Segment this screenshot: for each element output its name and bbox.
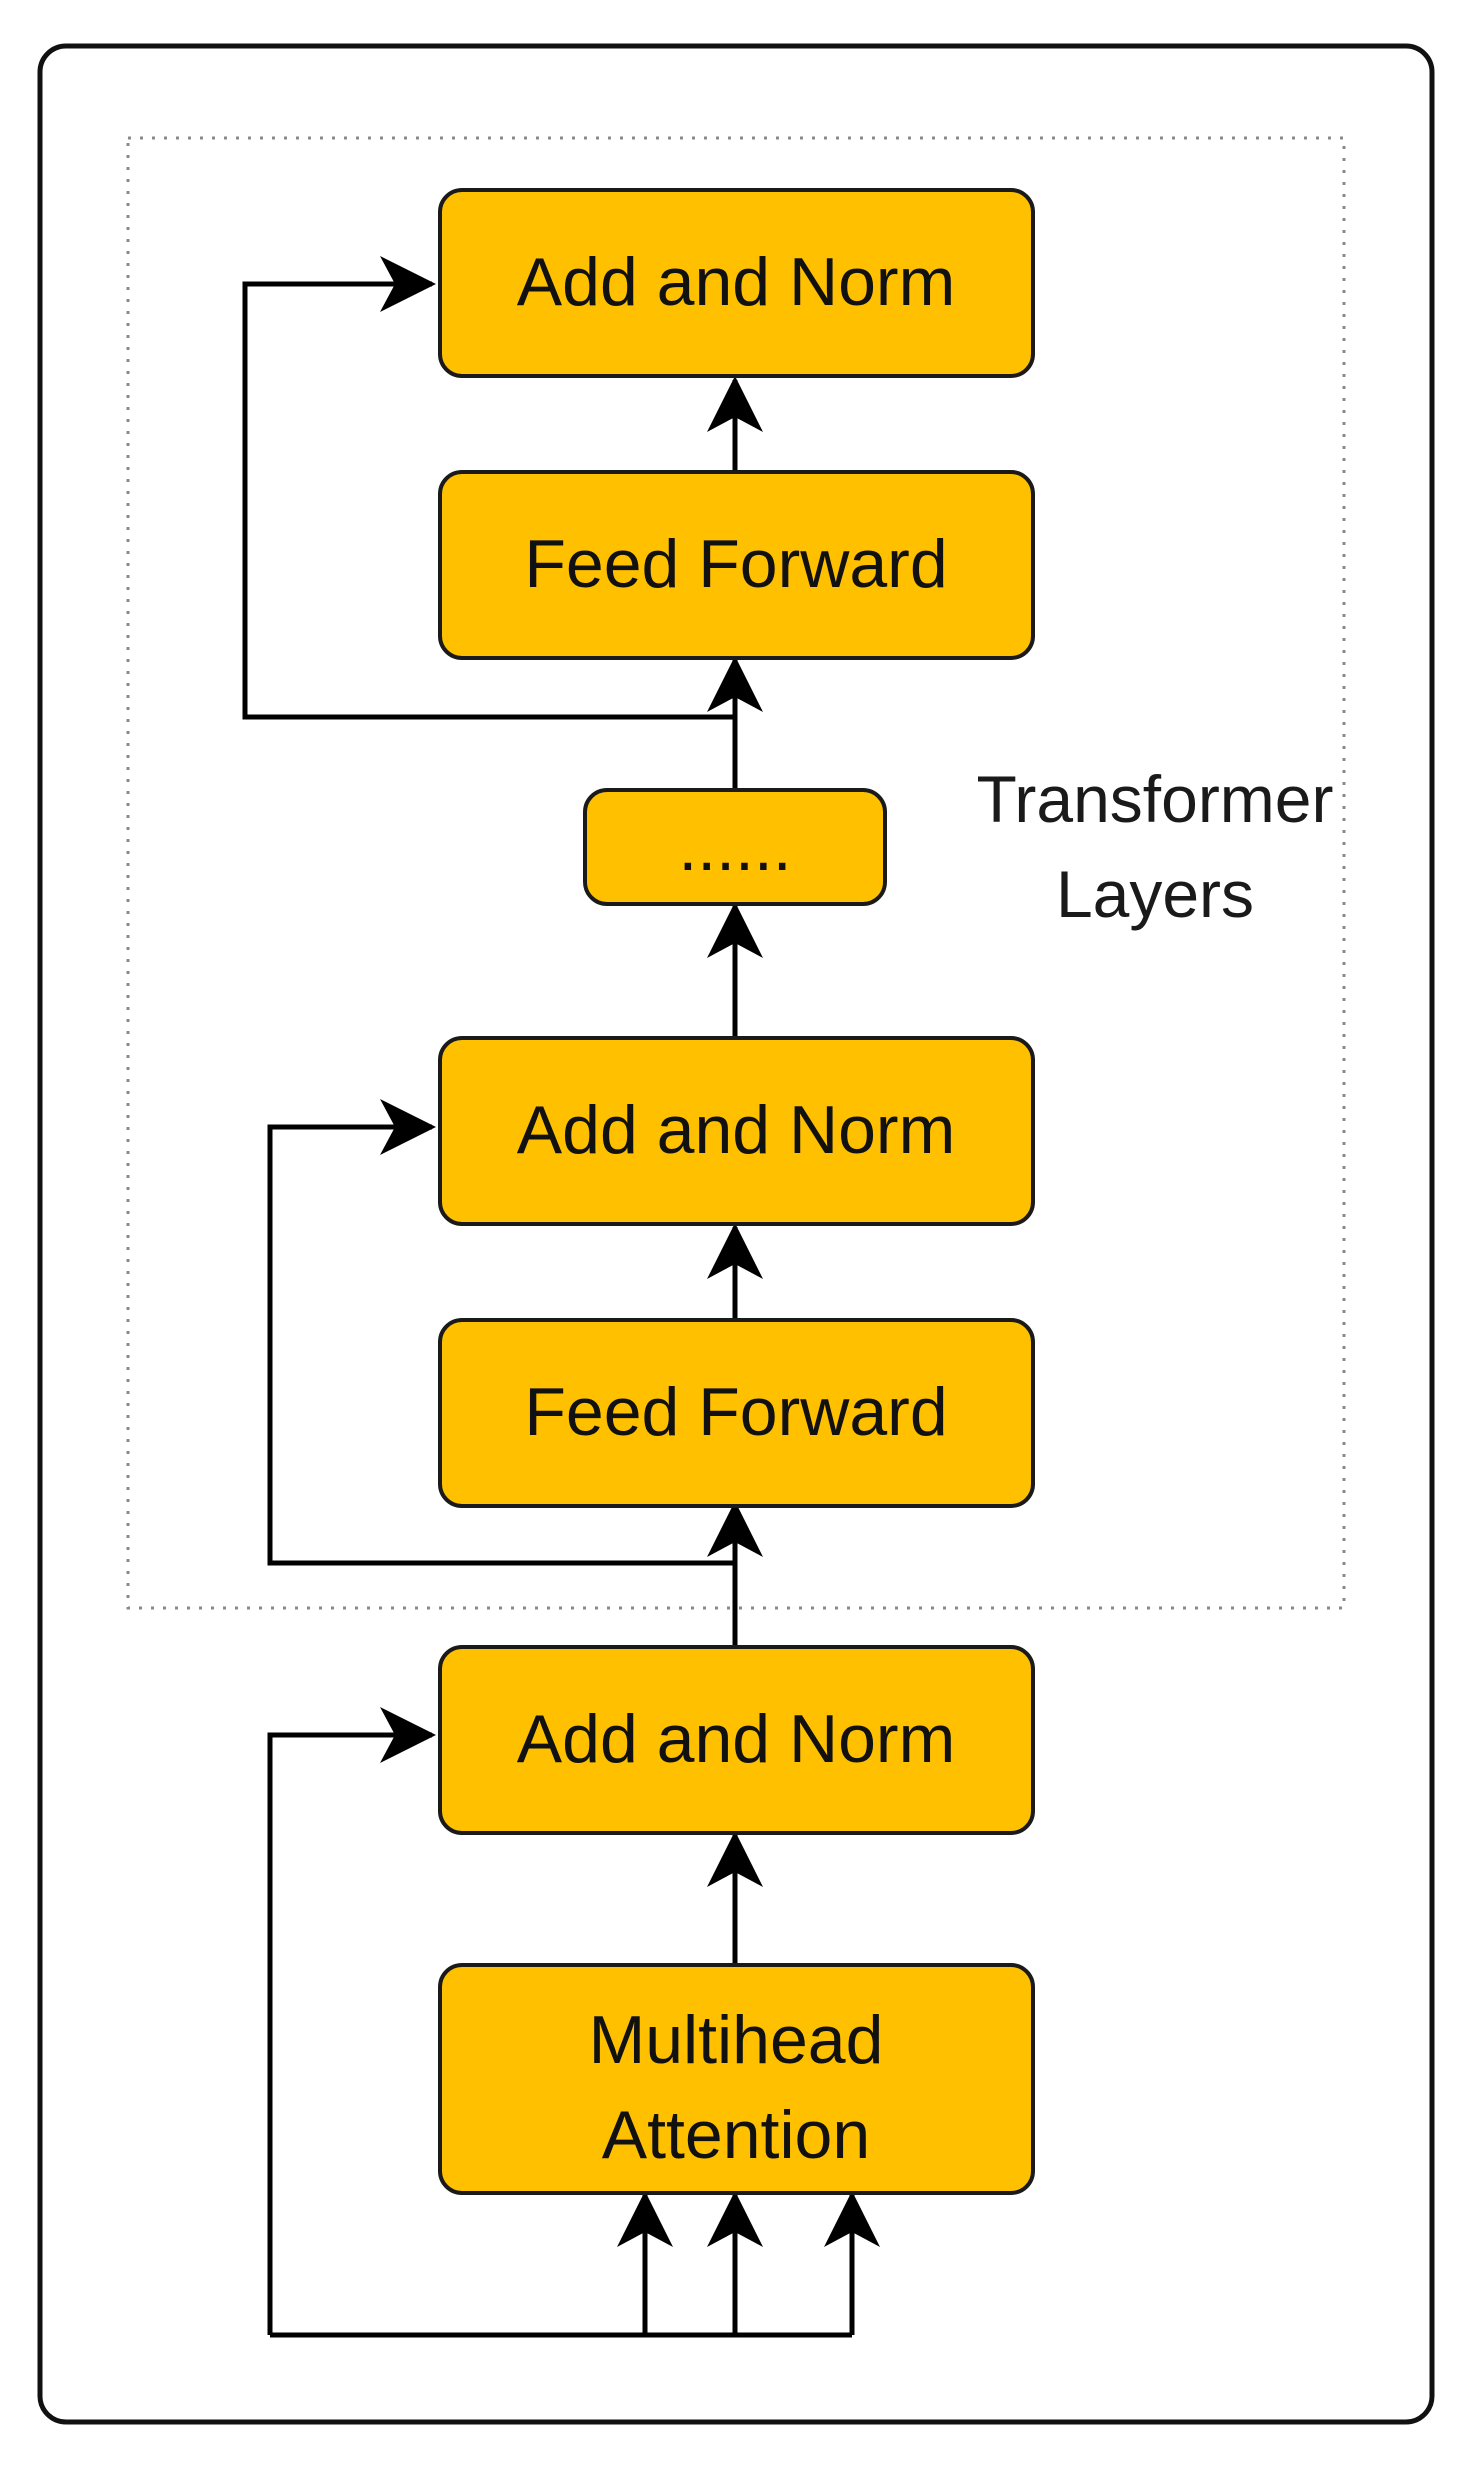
group-label-line2: Layers (1056, 857, 1254, 931)
attention-label-line2: Attention (602, 2097, 870, 2173)
mid-add-norm-block: Add and Norm (438, 1036, 1035, 1226)
attention-label-line1: Multihead (589, 2002, 884, 2078)
outer-frame (37, 43, 1435, 2425)
group-label-line1: Transformer (977, 762, 1334, 836)
mid-feed-forward-label: Feed Forward (524, 1374, 947, 1450)
bottom-add-norm-label: Add and Norm (517, 1701, 955, 1777)
residual-arrow-top (242, 256, 735, 720)
mid-feed-forward-block: Feed Forward (438, 1318, 1035, 1508)
top-add-norm-label: Add and Norm (517, 244, 955, 320)
bottom-add-norm-block: Add and Norm (438, 1645, 1035, 1835)
top-feed-forward-block: Feed Forward (438, 470, 1035, 660)
residual-arrow-mid (267, 1099, 735, 1566)
residual-arrow-bottom (267, 1707, 436, 2335)
top-feed-forward-label: Feed Forward (524, 526, 947, 602)
top-add-norm-block: Add and Norm (438, 188, 1035, 378)
ellipsis-label: ...... (678, 809, 791, 885)
ellipsis-block: ...... (583, 788, 887, 906)
multihead-attention-block: Multihead Attention (438, 1963, 1035, 2195)
mid-add-norm-label: Add and Norm (517, 1092, 955, 1168)
